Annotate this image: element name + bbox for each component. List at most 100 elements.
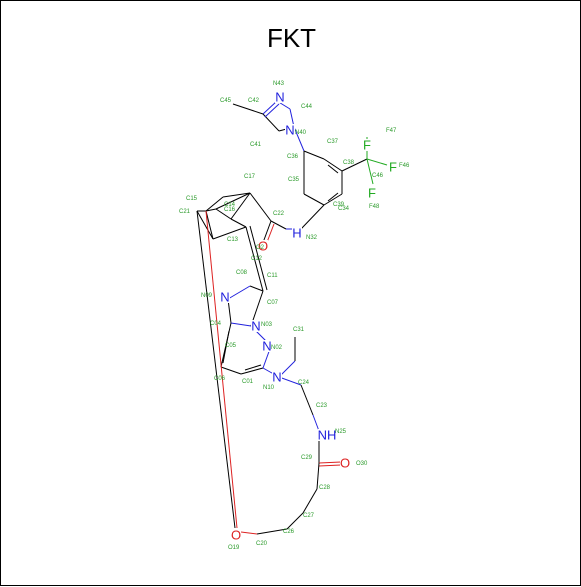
- bond-line: [196, 210, 236, 529]
- atom-label: C27: [303, 513, 315, 519]
- bond-line: [222, 330, 230, 364]
- element-symbol-n25: NH: [318, 428, 337, 443]
- bond-line: [196, 210, 214, 240]
- bond-line: [278, 376, 302, 386]
- bond-line: [293, 126, 305, 152]
- atom-label: N32: [306, 235, 318, 241]
- bond-line: [227, 285, 251, 300]
- bond-line: [249, 225, 268, 291]
- atom-label: C39: [333, 202, 345, 208]
- atom-label: C35: [288, 177, 300, 183]
- bond-line: [230, 322, 252, 327]
- bond-line: [205, 208, 217, 212]
- bond-line: [286, 512, 304, 530]
- bond-line: [205, 210, 238, 529]
- atom-label: O30: [356, 461, 368, 467]
- bond-line: [215, 208, 232, 220]
- atom-label: C42: [248, 98, 260, 104]
- bond-line: [303, 193, 325, 206]
- bond-line: [341, 158, 368, 172]
- atom-label: N43: [273, 81, 285, 87]
- element-symbol-backdrop: [220, 291, 230, 303]
- bond-line: [327, 164, 339, 174]
- bond-line: [300, 384, 314, 416]
- atom-label: C17: [244, 174, 256, 180]
- element-symbol-backdrop: [292, 227, 302, 239]
- atom-label: C41: [250, 142, 262, 148]
- atom-label: C22: [273, 211, 285, 217]
- element-symbol-backdrop: [362, 139, 372, 151]
- atom-label: C46: [372, 173, 384, 179]
- element-symbol-o2: O: [258, 239, 268, 254]
- atom-label: O2: [256, 245, 265, 251]
- atom-label: C21: [179, 209, 191, 215]
- atom-label: C13: [227, 237, 239, 243]
- diagram-title: FKT: [266, 23, 317, 53]
- atom-label: C34: [338, 206, 350, 212]
- atom-label: F47: [386, 128, 397, 134]
- bond-line: [366, 158, 374, 185]
- atom-label: C05: [225, 343, 237, 349]
- bond-line: [327, 192, 339, 202]
- element-symbol-n40: N: [285, 123, 294, 138]
- bond-line: [318, 464, 342, 467]
- bond-line: [240, 531, 258, 535]
- atom-label: N40: [295, 130, 307, 136]
- atom-label: C16: [224, 207, 236, 213]
- atom-label: C14: [224, 202, 236, 208]
- atom-label: C20: [256, 541, 268, 547]
- bond-line: [318, 461, 342, 464]
- bond-line: [212, 226, 247, 240]
- bond-line: [366, 158, 388, 166]
- bond-line: [300, 204, 325, 230]
- bond-line: [270, 220, 287, 230]
- bond-line: [205, 210, 214, 240]
- element-symbol-o19: O: [231, 528, 241, 543]
- bond-line: [264, 103, 280, 118]
- bond-line: [323, 193, 343, 206]
- bond-line: [249, 285, 264, 292]
- atom-label: C29: [301, 455, 313, 461]
- atom-label: C44: [301, 104, 313, 110]
- element-symbol-backdrop: [275, 91, 285, 103]
- atom-label: F46: [399, 163, 410, 169]
- atom-label: C23: [316, 403, 328, 409]
- atom-label: C36: [287, 154, 299, 160]
- atom-label: N25: [335, 429, 347, 435]
- atom-label: C24: [298, 380, 310, 386]
- bond-line: [256, 528, 288, 535]
- atom-label: O19: [228, 545, 240, 551]
- atom-label: C15: [186, 196, 198, 202]
- bond-line: [230, 192, 251, 220]
- atom-label: N03: [261, 322, 273, 328]
- bond-line: [220, 366, 242, 375]
- element-symbol-backdrop: [340, 457, 350, 469]
- element-symbol-n02: N: [262, 339, 271, 354]
- atom-label: C26: [283, 529, 295, 535]
- bond-line: [302, 488, 318, 514]
- bond-line: [245, 226, 264, 292]
- atom-label: C07: [267, 300, 279, 306]
- element-symbol-backdrop: [367, 187, 377, 199]
- atom-label: C45: [220, 98, 232, 104]
- element-symbol-backdrop: [262, 340, 272, 352]
- atom-label: N10: [263, 385, 275, 391]
- bond-line: [240, 367, 264, 375]
- element-symbol-backdrop: [285, 124, 295, 136]
- atom-label: C38: [343, 160, 355, 166]
- element-symbol-n10: N: [272, 370, 281, 385]
- bond-line: [222, 192, 251, 198]
- bond-line: [323, 158, 343, 172]
- element-symbol-f48: F: [368, 186, 376, 201]
- element-symbol-n43: N: [275, 90, 284, 105]
- element-symbol-o30: O: [340, 456, 350, 471]
- atom-label: N09: [201, 293, 213, 299]
- element-symbol-f46: F: [389, 160, 397, 175]
- bond-line: [303, 150, 325, 160]
- atom-label: C37: [327, 139, 339, 145]
- atom-label: F48: [369, 204, 380, 210]
- atom-label: C01: [242, 379, 254, 385]
- bond-line: [316, 462, 320, 490]
